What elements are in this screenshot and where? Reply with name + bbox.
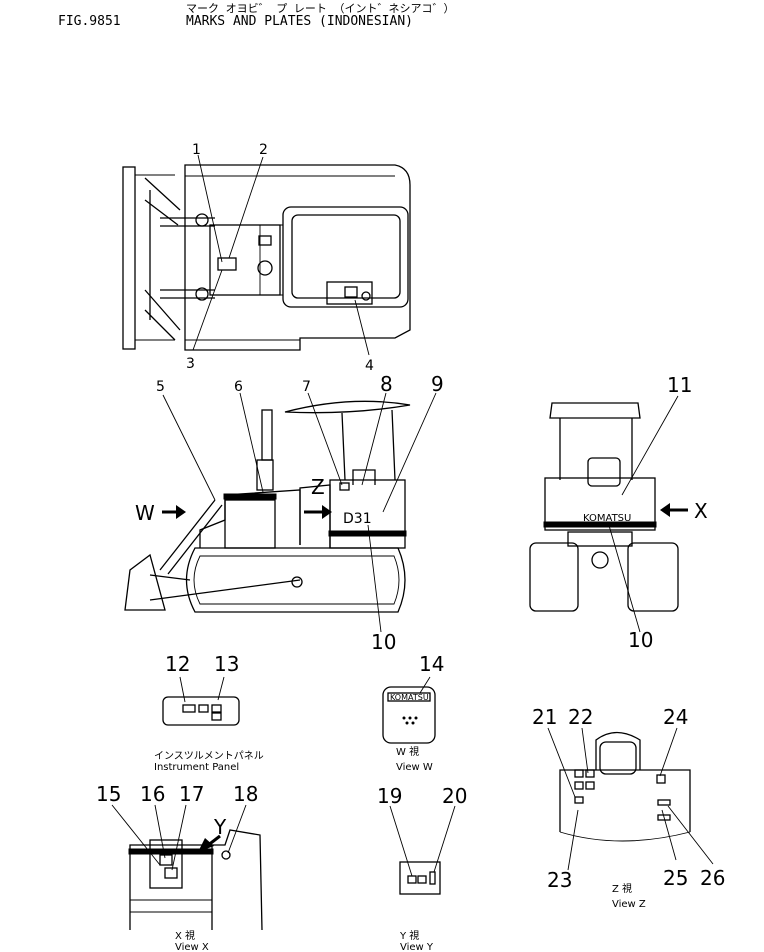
callout-4: 4: [365, 358, 374, 374]
callout-25: 25: [663, 866, 688, 890]
callout-21: 21: [532, 705, 557, 729]
callout-10-rear: 10: [628, 628, 653, 652]
callout-22: 22: [568, 705, 593, 729]
callout-15: 15: [96, 782, 121, 806]
caption-instrument-en: Instrument Panel: [154, 762, 239, 773]
rear-brand-decal: KOMATSU: [583, 513, 631, 524]
y-arrow-shaft: [206, 834, 221, 848]
view-z-drawing: [547, 727, 714, 871]
figure-number: FIG.9851: [58, 14, 121, 29]
callout-10-side: 10: [371, 630, 396, 654]
x-arrow-head: [660, 503, 670, 517]
title-english: MARKS AND PLATES (INDONESIAN): [186, 14, 413, 29]
view-w-brand-decal: KOMATSU: [390, 693, 429, 702]
callout-3: 3: [186, 356, 195, 372]
view-arrow-w-label: W: [135, 501, 155, 525]
caption-view-w-jp: W 視: [396, 745, 419, 758]
caption-view-x-jp: X 視: [175, 929, 195, 942]
caption-view-y-jp: Y 視: [399, 929, 419, 942]
rear-view-leaders: [607, 395, 688, 633]
callout-18: 18: [233, 782, 258, 806]
callout-11: 11: [667, 373, 692, 397]
model-plate-text: D31: [343, 511, 372, 527]
side-view-drawing: [124, 400, 411, 613]
callout-5: 5: [156, 379, 165, 395]
view-arrow-y-label: Y: [213, 815, 227, 839]
view-x-drawing: [111, 804, 263, 931]
view-y-drawing: [389, 805, 456, 895]
callout-1: 1: [192, 142, 201, 158]
side-view-leaders: [162, 392, 437, 633]
callout-26: 26: [700, 866, 725, 890]
callout-6: 6: [234, 379, 243, 395]
caption-view-x-en: View X: [175, 942, 209, 952]
caption-instrument-jp: インスツルメントパネル: [154, 750, 264, 762]
callout-14: 14: [419, 652, 444, 676]
instrument-panel-drawing: [162, 676, 240, 726]
callout-numbers: 1 2 3 4 5 6 7 8 9 10 10 11 12 13 14 15 1…: [96, 142, 725, 892]
top-view-drawing: [122, 164, 411, 351]
callout-23: 23: [547, 868, 572, 892]
z-arrow-head: [322, 505, 332, 519]
callout-2: 2: [259, 142, 268, 158]
callout-20: 20: [442, 784, 467, 808]
view-arrow-x-label: X: [694, 499, 708, 523]
callout-17: 17: [179, 782, 204, 806]
callout-9: 9: [431, 372, 444, 396]
callout-24: 24: [663, 705, 688, 729]
callout-7: 7: [302, 379, 311, 395]
view-arrow-z-label: Z: [311, 475, 325, 499]
callout-12: 12: [165, 652, 190, 676]
w-arrow-head: [176, 505, 186, 519]
caption-view-z-en: View Z: [612, 899, 646, 910]
view-w-drawing: [382, 676, 436, 744]
top-view-leaders: [192, 154, 370, 356]
title-japanese: マーク オヨビ゛ プ レート （イント゛ネシアコ゛）: [186, 2, 455, 15]
rear-view-drawing: [529, 402, 679, 612]
y-arrow-head: [198, 838, 214, 852]
caption-view-y-en: View Y: [400, 942, 434, 952]
caption-view-w-en: View W: [396, 762, 433, 773]
callout-13: 13: [214, 652, 239, 676]
callout-8: 8: [380, 372, 393, 396]
caption-view-z-jp: Z 視: [612, 882, 632, 895]
callout-16: 16: [140, 782, 165, 806]
callout-19: 19: [377, 784, 402, 808]
